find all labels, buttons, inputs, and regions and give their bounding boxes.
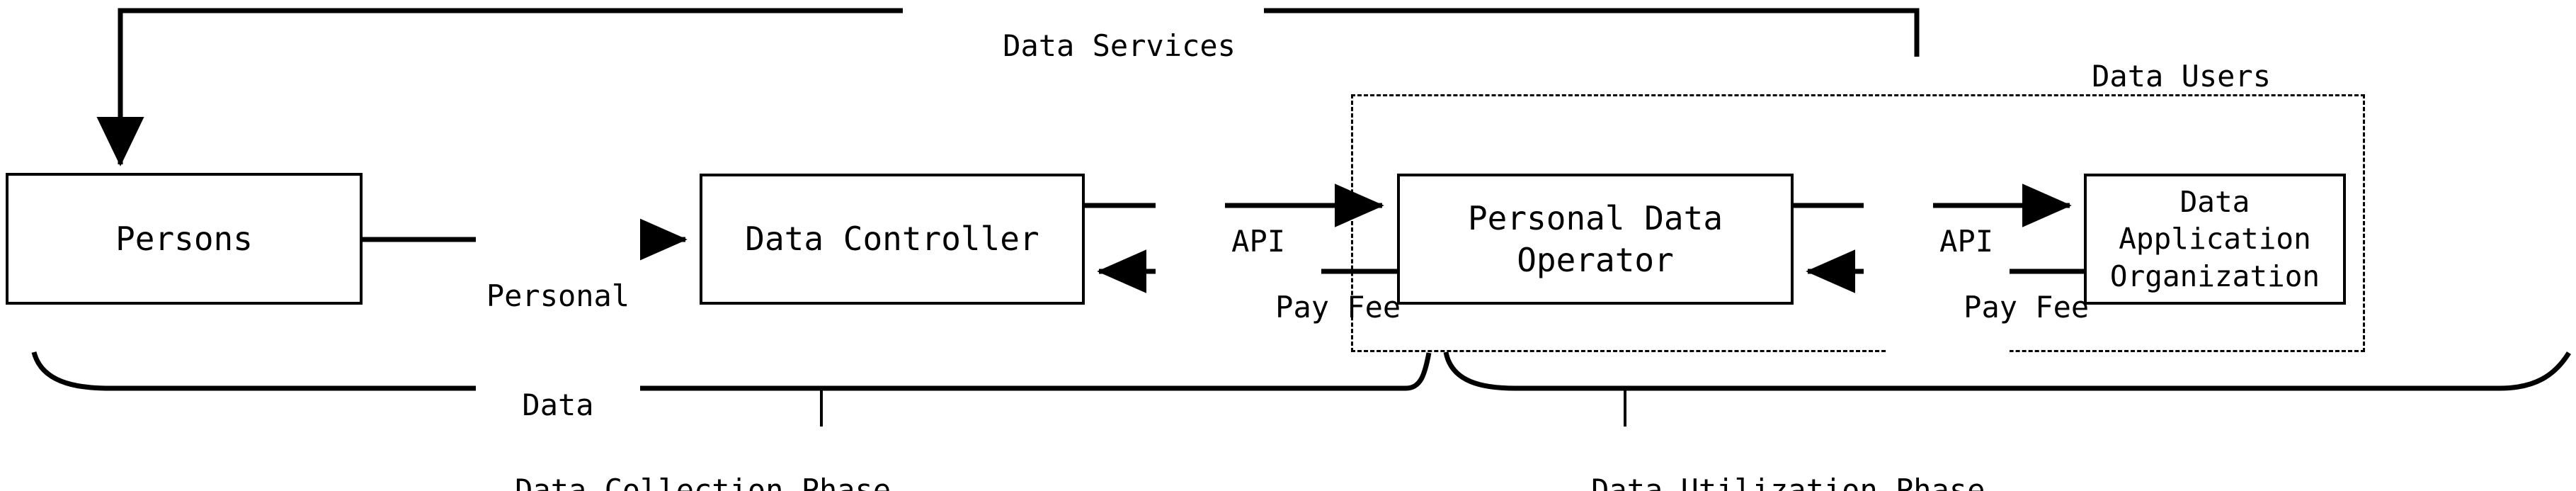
edge-label-pay-fee-1: Pay Fee bbox=[1199, 253, 1401, 362]
node-personal-data-operator-label-line2: Operator bbox=[1517, 240, 1674, 279]
node-personal-data-operator[interactable]: Personal Data Operator bbox=[1397, 174, 1794, 305]
edge-label-pay-fee-2: Pay Fee bbox=[1888, 253, 2089, 362]
node-persons[interactable]: Persons bbox=[6, 173, 363, 305]
edge-label-api-2: API bbox=[1864, 187, 1993, 296]
edge-data-services-path bbox=[1264, 8, 1920, 57]
phase-label-data-utilization: Data Utilization Phase bbox=[1591, 473, 1985, 491]
node-data-application-organization-label-line2: Organization bbox=[2109, 259, 2320, 293]
edge-label-data-services: Data Services bbox=[903, 0, 1264, 101]
node-personal-data-operator-label-line1: Personal Data bbox=[1467, 198, 1723, 237]
brace-data-collection-phase bbox=[31, 351, 1432, 391]
edge-data-services-path-left bbox=[96, 8, 903, 167]
edge-label-personal-data: Personal Data bbox=[476, 205, 640, 491]
phase-label-data-collection: Data Collection Phase bbox=[515, 473, 891, 491]
node-data-controller[interactable]: Data Controller bbox=[700, 174, 1085, 305]
node-data-controller-label: Data Controller bbox=[745, 220, 1039, 259]
node-data-application-organization-label-line1: Data Application bbox=[2119, 184, 2311, 256]
node-data-application-organization[interactable]: Data Application Organization bbox=[2084, 174, 2346, 305]
node-persons-label: Persons bbox=[115, 219, 253, 258]
group-label-data-users: Data Users bbox=[2092, 59, 2272, 94]
brace-data-utilization-phase bbox=[1443, 351, 2571, 391]
